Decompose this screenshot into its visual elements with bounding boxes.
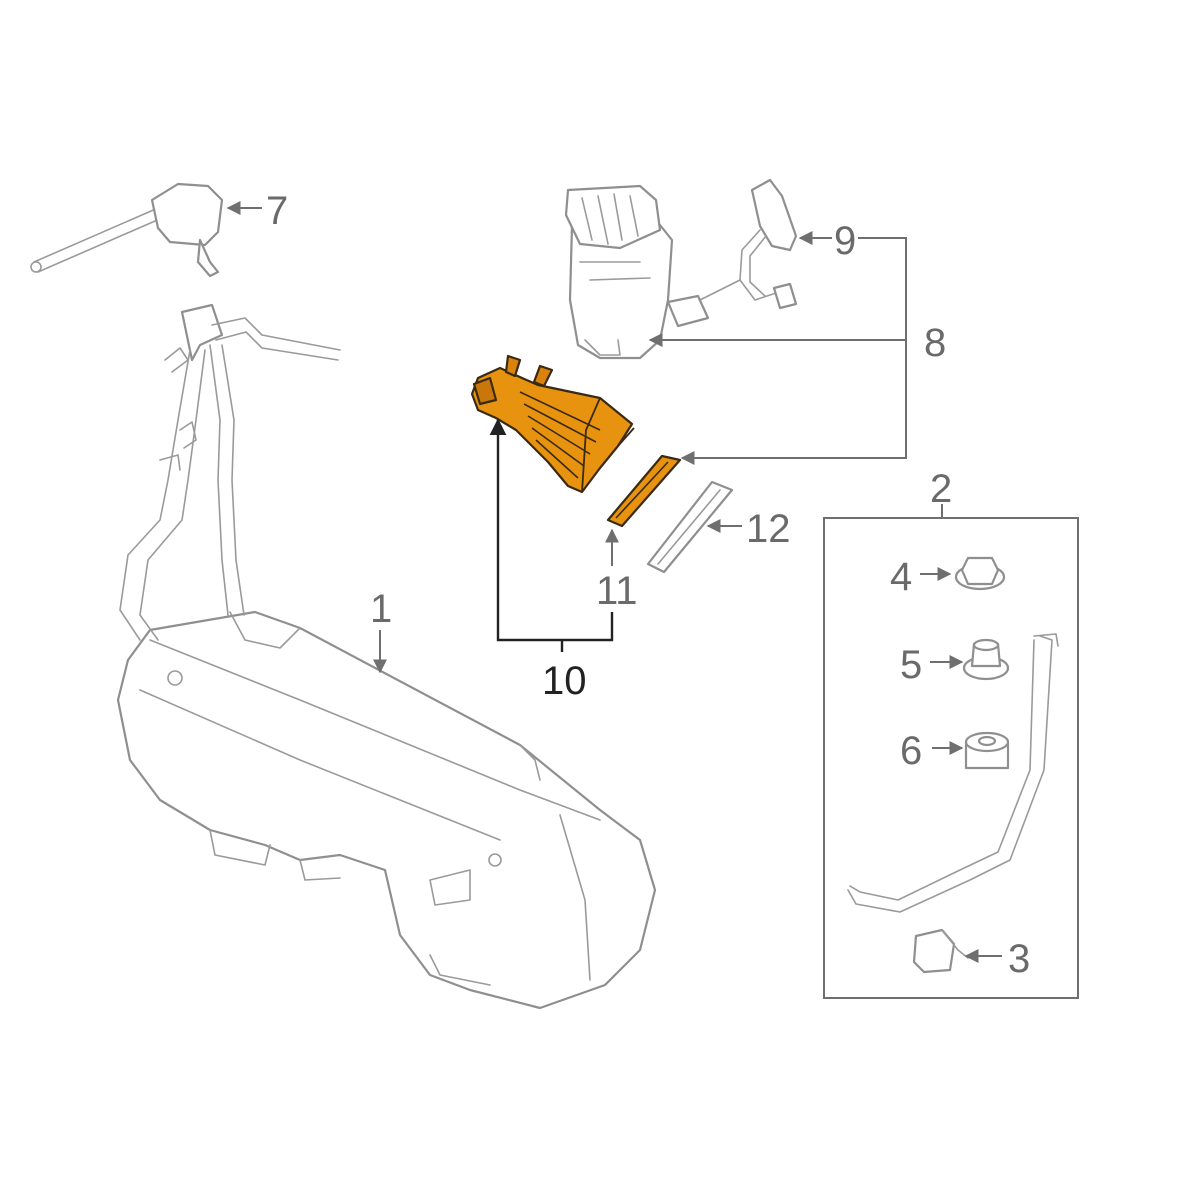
bushing-icon <box>962 638 1010 681</box>
callout-9: 9 <box>834 219 856 263</box>
insulator-icon <box>964 731 1010 770</box>
callout-8: 8 <box>924 321 946 365</box>
callout-10: 10 <box>542 659 587 703</box>
callout-1: 1 <box>370 587 392 631</box>
fuel-pump-icon <box>470 354 635 494</box>
lock-ring-icon <box>646 480 734 574</box>
callout-12: 12 <box>746 507 791 551</box>
callout-7: 7 <box>266 189 288 233</box>
nut-icon <box>954 556 1006 591</box>
callout-11: 11 <box>596 569 638 613</box>
level-sender-icon <box>666 178 798 328</box>
callout-2: 2 <box>930 467 952 511</box>
filler-pipe-icon <box>119 303 341 641</box>
callout-4: 4 <box>890 555 912 599</box>
fuel-pump-module-icon <box>564 184 674 360</box>
tank-strap-icon <box>847 633 1059 913</box>
seal-ring-icon <box>606 454 682 528</box>
vent-valve-icon <box>30 182 224 278</box>
fuel-tank-icon <box>116 610 657 1010</box>
callout-3: 3 <box>1008 937 1030 981</box>
hardware-group-box <box>823 517 1079 999</box>
clip-icon <box>912 928 969 974</box>
callout-5: 5 <box>900 643 922 687</box>
callout-6: 6 <box>900 729 922 773</box>
